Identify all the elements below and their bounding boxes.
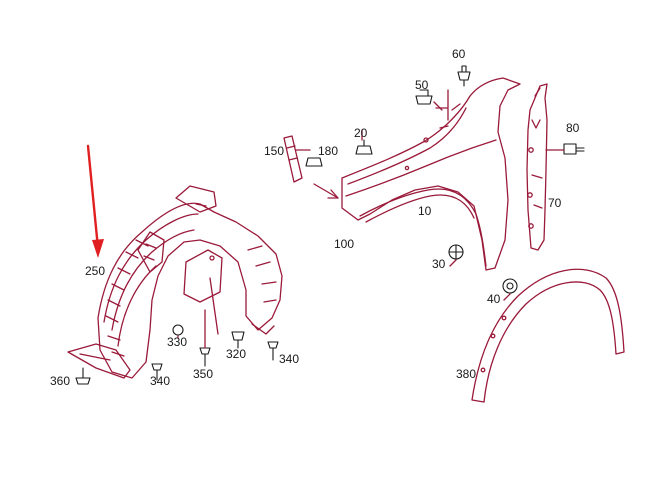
callout-320[interactable]: 320 — [226, 347, 247, 361]
screw-part-320[interactable] — [231, 331, 245, 349]
clip-part-60[interactable] — [457, 65, 471, 87]
leader-lines — [177, 89, 565, 349]
callout-340-right[interactable]: 340 — [279, 352, 300, 366]
callout-150[interactable]: 150 — [264, 144, 285, 158]
nut-part-20[interactable] — [355, 139, 373, 155]
callout-100[interactable]: 100 — [334, 237, 355, 251]
fender-part-10[interactable] — [313, 77, 521, 271]
callout-40[interactable]: 40 — [487, 292, 501, 306]
nut-part-40[interactable] — [502, 278, 518, 294]
callout-50[interactable]: 50 — [415, 78, 429, 92]
callout-330[interactable]: 330 — [167, 335, 188, 349]
callout-340-left[interactable]: 340 — [150, 374, 171, 388]
callout-380[interactable]: 380 — [456, 367, 477, 381]
callout-180[interactable]: 180 — [318, 144, 339, 158]
nut-part-180[interactable] — [305, 157, 323, 167]
callout-360[interactable]: 360 — [50, 374, 71, 388]
strip-part-150[interactable] — [283, 135, 303, 183]
bolt-part-80[interactable] — [563, 143, 585, 155]
screw-part-340-right[interactable] — [267, 341, 279, 361]
callout-350[interactable]: 350 — [193, 367, 214, 381]
wheel-arch-trim-part-380[interactable] — [471, 268, 625, 403]
callout-250[interactable]: 250 — [85, 264, 106, 278]
callout-80[interactable]: 80 — [566, 121, 580, 135]
callout-20[interactable]: 20 — [354, 126, 368, 140]
callout-10[interactable]: 10 — [418, 204, 432, 218]
nut-part-330[interactable] — [172, 324, 184, 336]
clip-part-50[interactable] — [415, 89, 433, 105]
screw-part-350[interactable] — [199, 347, 211, 367]
bracket-part-70[interactable] — [526, 83, 548, 251]
callout-60[interactable]: 60 — [452, 47, 466, 61]
screw-part-340-left[interactable] — [151, 363, 163, 381]
wheel-liner-part-250[interactable] — [67, 185, 283, 379]
clip-part-30[interactable] — [448, 244, 464, 260]
callout-30[interactable]: 30 — [432, 257, 446, 271]
callout-70[interactable]: 70 — [548, 196, 562, 210]
highlight-arrow — [86, 144, 104, 258]
clip-part-360[interactable] — [75, 367, 91, 385]
